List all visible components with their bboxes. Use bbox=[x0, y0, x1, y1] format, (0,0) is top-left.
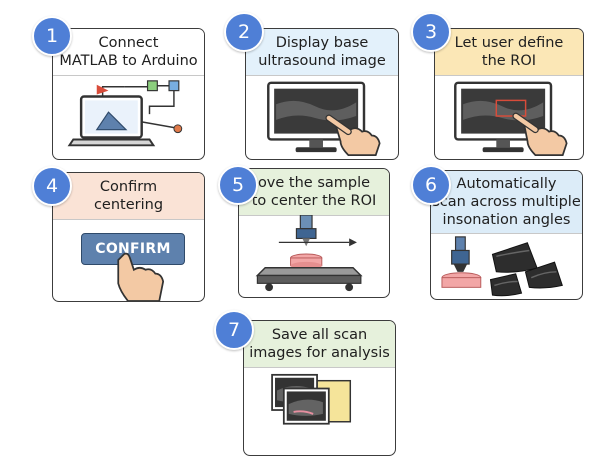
step-2-title-line1: Display base bbox=[275, 35, 369, 51]
step-7-header: Save all scan images for analysis bbox=[244, 321, 395, 368]
step-card-2: Display base ultrasound image bbox=[245, 28, 399, 160]
step-6-badge: 6 bbox=[411, 165, 451, 205]
step-1-title-line1: Connect bbox=[98, 35, 159, 51]
step-1-badge: 1 bbox=[32, 16, 72, 56]
step-3-header: Let user define the ROI bbox=[435, 29, 583, 76]
step-2-number: 2 bbox=[237, 21, 251, 43]
step-3-title-line1: Let user define bbox=[454, 35, 564, 51]
microscope-stage-icon bbox=[255, 215, 363, 292]
monitor-icon bbox=[454, 81, 568, 156]
step-4-badge: 4 bbox=[32, 166, 72, 206]
step-3-title-line2: the ROI bbox=[481, 53, 537, 69]
step-card-1: Connect MATLAB to Arduino bbox=[52, 28, 205, 160]
step-2-title-line2: ultrasound image bbox=[258, 53, 386, 69]
step-4-header: Confirm centering bbox=[53, 173, 204, 220]
step-6-title-line3: insonation angles bbox=[442, 212, 571, 228]
step-card-4: Confirm centering CONFIRM bbox=[52, 172, 205, 302]
step-1-header: Connect MATLAB to Arduino bbox=[53, 29, 204, 76]
step-6-title-line1: Automatically bbox=[456, 176, 557, 192]
step-3-badge: 3 bbox=[411, 12, 451, 52]
step-card-3: Let user define the ROI bbox=[434, 28, 584, 160]
step-4-illustration bbox=[53, 219, 204, 301]
step-4-title-line2: centering bbox=[93, 197, 164, 213]
roi-box bbox=[495, 99, 527, 117]
step-2-badge: 2 bbox=[224, 12, 264, 52]
step-7-illustration bbox=[244, 367, 395, 455]
monitor-icon bbox=[267, 81, 381, 156]
step-5-title-line1: ove the sample bbox=[257, 175, 371, 191]
step-6-number: 6 bbox=[424, 174, 438, 196]
step-5-illustration bbox=[239, 215, 389, 297]
step-4-number: 4 bbox=[45, 175, 59, 197]
step-7-badge: 7 bbox=[214, 310, 254, 350]
image-stack-icon bbox=[271, 373, 352, 425]
step-5-header: ove the sample to center the ROI bbox=[239, 169, 389, 216]
step-5-number: 5 bbox=[231, 174, 245, 196]
step-1-number: 1 bbox=[45, 25, 59, 47]
laptop-icon bbox=[67, 80, 183, 147]
step-2-header: Display base ultrasound image bbox=[246, 29, 398, 76]
step-4-title-line1: Confirm bbox=[99, 179, 158, 195]
pointing-hand-icon bbox=[117, 252, 165, 301]
step-3-number: 3 bbox=[424, 21, 438, 43]
step-card-7: Save all scan images for analysis bbox=[243, 320, 396, 456]
step-6-illustration bbox=[431, 233, 582, 299]
ultrasound-probe-icon bbox=[441, 236, 563, 297]
step-7-title-line2: images for analysis bbox=[249, 345, 390, 361]
step-7-title-line1: Save all scan bbox=[271, 327, 368, 343]
step-7-number: 7 bbox=[227, 319, 241, 341]
step-1-title-line2: MATLAB to Arduino bbox=[59, 53, 198, 69]
confirm-button[interactable]: CONFIRM bbox=[81, 233, 185, 265]
step-2-illustration bbox=[246, 75, 398, 159]
step-6-title-line2: scan across multiple bbox=[432, 194, 581, 210]
step-card-6: Automatically scan across multiple inson… bbox=[430, 170, 583, 300]
step-3-illustration bbox=[435, 75, 583, 159]
step-5-title-line2: to center the ROI bbox=[251, 193, 377, 209]
step-5-badge: 5 bbox=[218, 165, 258, 205]
step-card-5: ove the sample to center the ROI bbox=[238, 168, 390, 298]
step-6-header: Automatically scan across multiple inson… bbox=[431, 171, 582, 234]
step-1-illustration bbox=[53, 75, 204, 159]
